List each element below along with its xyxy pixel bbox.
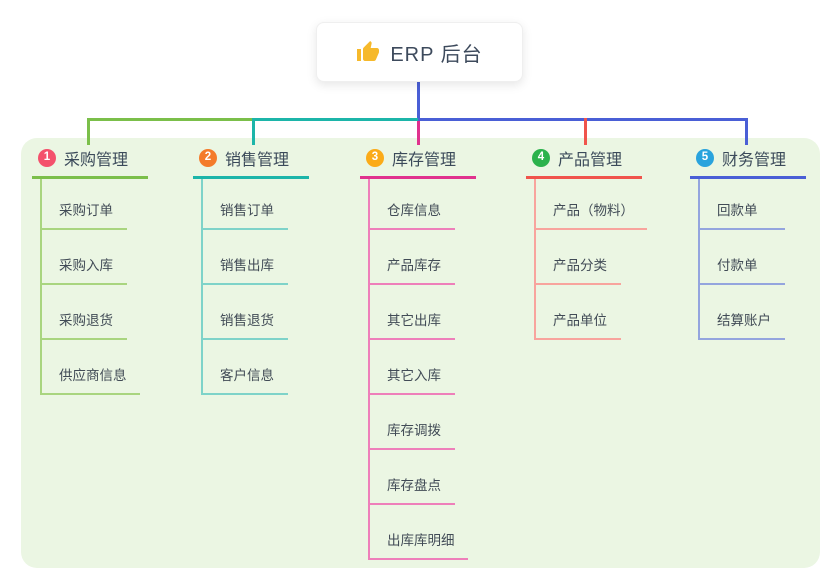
branch-number-badge: 3: [366, 149, 384, 167]
branch-label: 财务管理: [722, 152, 787, 169]
branch-4: 4 产品管理产品（物料）产品分类产品单位: [526, 146, 647, 340]
branch-number-badge: 1: [38, 149, 56, 167]
branch-children: 回款单付款单结算账户: [698, 179, 785, 340]
child-node[interactable]: 回款单: [700, 179, 785, 230]
branch-number-badge: 5: [696, 149, 714, 167]
mindmap-panel: [21, 138, 820, 568]
child-node[interactable]: 结算账户: [700, 285, 785, 340]
branch-children: 采购订单采购入库采购退货供应商信息: [40, 179, 140, 395]
branch-5: 5 财务管理回款单付款单结算账户: [690, 146, 806, 340]
child-node[interactable]: 库存调拨: [370, 395, 455, 450]
child-node[interactable]: 其它入库: [370, 340, 455, 395]
connector-drop-3: [417, 121, 420, 145]
branch-title-3[interactable]: 3 库存管理: [360, 146, 476, 179]
child-node[interactable]: 其它出库: [370, 285, 455, 340]
branch-label: 库存管理: [392, 152, 457, 169]
branch-title-5[interactable]: 5 财务管理: [690, 146, 806, 179]
root-node-erp[interactable]: ERP 后台: [316, 22, 523, 82]
connector-drop-2: [252, 118, 255, 145]
child-node[interactable]: 销售退货: [203, 285, 288, 340]
connector-drop-1: [87, 118, 90, 145]
branch-children: 产品（物料）产品分类产品单位: [534, 179, 647, 340]
connector-drop-4: [584, 118, 587, 145]
child-node[interactable]: 付款单: [700, 230, 785, 285]
branch-title-4[interactable]: 4 产品管理: [526, 146, 642, 179]
thumbs-up-icon: [357, 41, 380, 61]
branch-label: 采购管理: [64, 152, 129, 169]
branch-number-badge: 2: [199, 149, 217, 167]
branch-1: 1 采购管理采购订单采购入库采购退货供应商信息: [32, 146, 148, 395]
connector-root-vertical: [417, 82, 420, 121]
child-node[interactable]: 产品库存: [370, 230, 455, 285]
connector-horizontal-2: [253, 118, 420, 121]
branch-title-1[interactable]: 1 采购管理: [32, 146, 148, 179]
child-node[interactable]: 采购退货: [42, 285, 127, 340]
child-node[interactable]: 销售订单: [203, 179, 288, 230]
branch-title-2[interactable]: 2 销售管理: [193, 146, 309, 179]
child-node[interactable]: 产品（物料）: [536, 179, 647, 230]
branch-3: 3 库存管理仓库信息产品库存其它出库其它入库库存调拨库存盘点出库库明细: [360, 146, 476, 560]
branch-label: 产品管理: [558, 152, 623, 169]
child-node[interactable]: 采购订单: [42, 179, 127, 230]
child-node[interactable]: 出库库明细: [370, 505, 468, 560]
root-title: ERP 后台: [390, 43, 483, 66]
branch-label: 销售管理: [225, 152, 290, 169]
child-node[interactable]: 仓库信息: [370, 179, 455, 230]
branch-children: 销售订单销售出库销售退货客户信息: [201, 179, 288, 395]
child-node[interactable]: 供应商信息: [42, 340, 140, 395]
connector-drop-5: [745, 118, 748, 145]
child-node[interactable]: 销售出库: [203, 230, 288, 285]
connector-horizontal-1: [87, 118, 255, 121]
child-node[interactable]: 库存盘点: [370, 450, 455, 505]
branch-2: 2 销售管理销售订单销售出库销售退货客户信息: [193, 146, 309, 395]
connector-horizontal-3: [418, 118, 748, 121]
branch-number-badge: 4: [532, 149, 550, 167]
child-node[interactable]: 采购入库: [42, 230, 127, 285]
branch-children: 仓库信息产品库存其它出库其它入库库存调拨库存盘点出库库明细: [368, 179, 468, 560]
child-node[interactable]: 客户信息: [203, 340, 288, 395]
child-node[interactable]: 产品单位: [536, 285, 621, 340]
child-node[interactable]: 产品分类: [536, 230, 621, 285]
